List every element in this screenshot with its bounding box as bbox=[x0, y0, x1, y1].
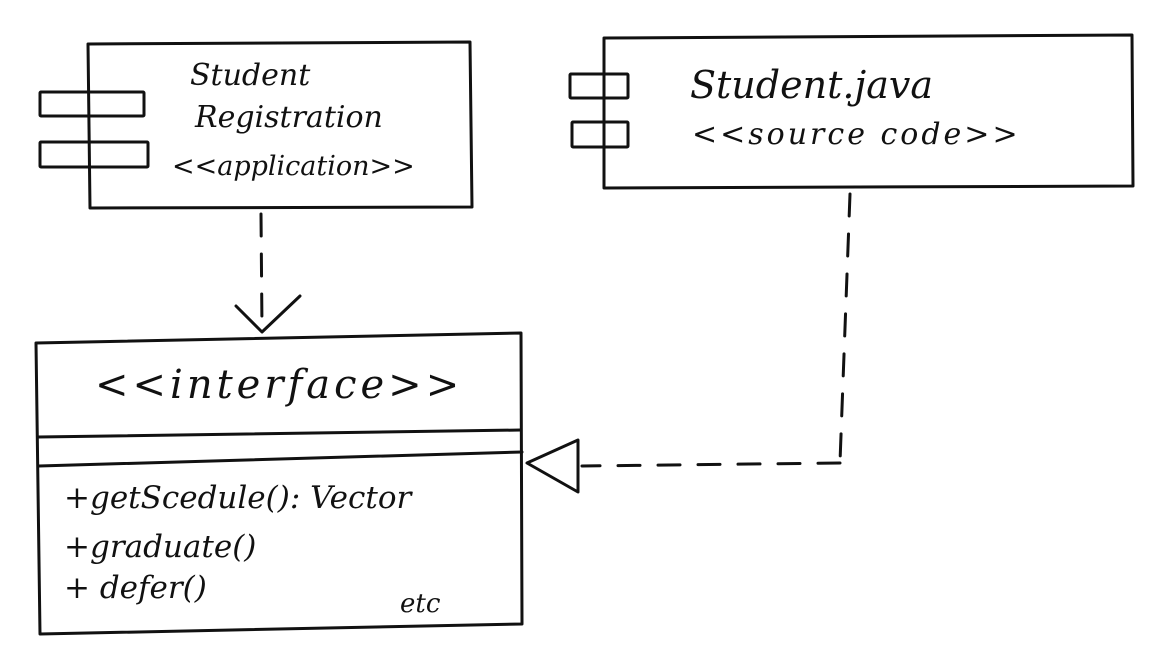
class-box bbox=[34, 331, 524, 636]
realization-line-horizontal bbox=[580, 461, 842, 468]
component-port-top bbox=[38, 90, 146, 118]
component-port-bottom bbox=[38, 140, 150, 169]
hollow-triangle-arrowhead bbox=[525, 438, 580, 494]
class-divider-attributes bbox=[37, 450, 524, 468]
component-stereotype: <<application>> bbox=[172, 151, 415, 182]
operations-etc-note: etc bbox=[400, 589, 441, 619]
component-stereotype: <<source code>> bbox=[692, 117, 1021, 152]
component-port-top bbox=[568, 72, 630, 100]
interface-class: <<interface>> +getScedule(): Vector +gra… bbox=[34, 331, 524, 636]
operation-item: + defer() bbox=[64, 570, 207, 606]
component-name: Student.java bbox=[690, 63, 933, 107]
component-port-bottom bbox=[570, 120, 630, 149]
open-arrowhead bbox=[234, 294, 302, 334]
component-name-line2: Registration bbox=[194, 100, 383, 135]
dependency-line bbox=[259, 212, 264, 330]
realization-line-vertical bbox=[838, 192, 852, 464]
class-divider-name bbox=[36, 428, 523, 439]
dependency-arrow bbox=[234, 212, 302, 334]
component-body bbox=[86, 40, 474, 210]
component-body bbox=[602, 33, 1135, 190]
operation-item: +graduate() bbox=[64, 529, 256, 565]
component-student-java: Student.java <<source code>> bbox=[568, 33, 1135, 190]
component-name-line1: Student bbox=[190, 58, 311, 93]
class-stereotype: <<interface>> bbox=[95, 362, 463, 408]
operation-item: +getScedule(): Vector bbox=[64, 480, 413, 516]
component-student-registration: Student Registration <<application>> bbox=[38, 40, 474, 210]
realization-arrow bbox=[525, 192, 852, 494]
